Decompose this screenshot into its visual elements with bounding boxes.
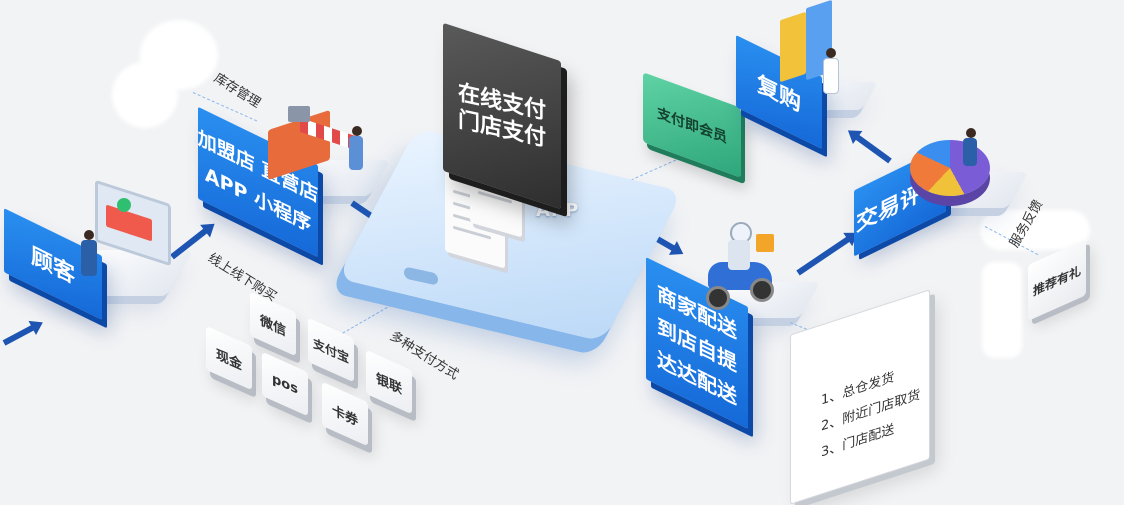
pay-member-badge: 支付即会员: [643, 72, 741, 178]
arrow-into-customer: [2, 324, 36, 346]
online-offline-label: 线上线下购买: [204, 250, 280, 305]
tile-wechat: 微信: [250, 291, 296, 357]
shopper-person-icon: [352, 126, 362, 136]
pay-member-label: 支付即会员: [657, 105, 727, 147]
decor-cloud: [980, 210, 1090, 250]
scooter-wheel-icon: [750, 278, 774, 302]
staff-person-body: [823, 58, 839, 94]
customer-person-body: [81, 240, 97, 276]
shopper-person-body: [349, 136, 363, 170]
recommend-label: 推荐有礼: [1032, 262, 1081, 299]
decor-cloud: [112, 62, 178, 128]
courier-person-body: [728, 240, 750, 270]
check-icon: [117, 198, 131, 212]
tile-card: 卡券: [322, 381, 368, 447]
analyst-person-icon: [966, 128, 976, 138]
recommend-gift-tile: 推荐有礼: [1028, 239, 1086, 321]
tile-cash: 现金: [206, 325, 252, 391]
pie-chart-icon: [910, 140, 990, 196]
register-icon: [288, 106, 310, 122]
analyst-person-body: [963, 138, 977, 166]
scooter-wheel-icon: [706, 286, 730, 310]
pickup-methods-card: 1、总仓发货 2、附近门店取货 3、门店配送: [790, 289, 930, 505]
delivery-box-icon: [756, 234, 774, 252]
board-icon: [780, 11, 806, 83]
customer-label: 顾客: [30, 243, 75, 290]
tile-unionpay: 银联: [366, 349, 412, 415]
tile-pos: pos: [262, 351, 308, 417]
arrow-delivery-to-review: [796, 235, 852, 276]
staff-person-icon: [826, 48, 836, 58]
app-label: APP: [536, 200, 580, 221]
decor-cloud: [982, 262, 1022, 358]
flow-diagram: 顾客 加盟店 直营店 APP 小程序 库存管理 APP 在线支付 门店支付 支付…: [0, 0, 1124, 484]
tile-alipay: 支付宝: [308, 317, 354, 383]
customer-person-icon: [84, 230, 94, 240]
arrow-review-to-repurchase: [854, 133, 892, 164]
